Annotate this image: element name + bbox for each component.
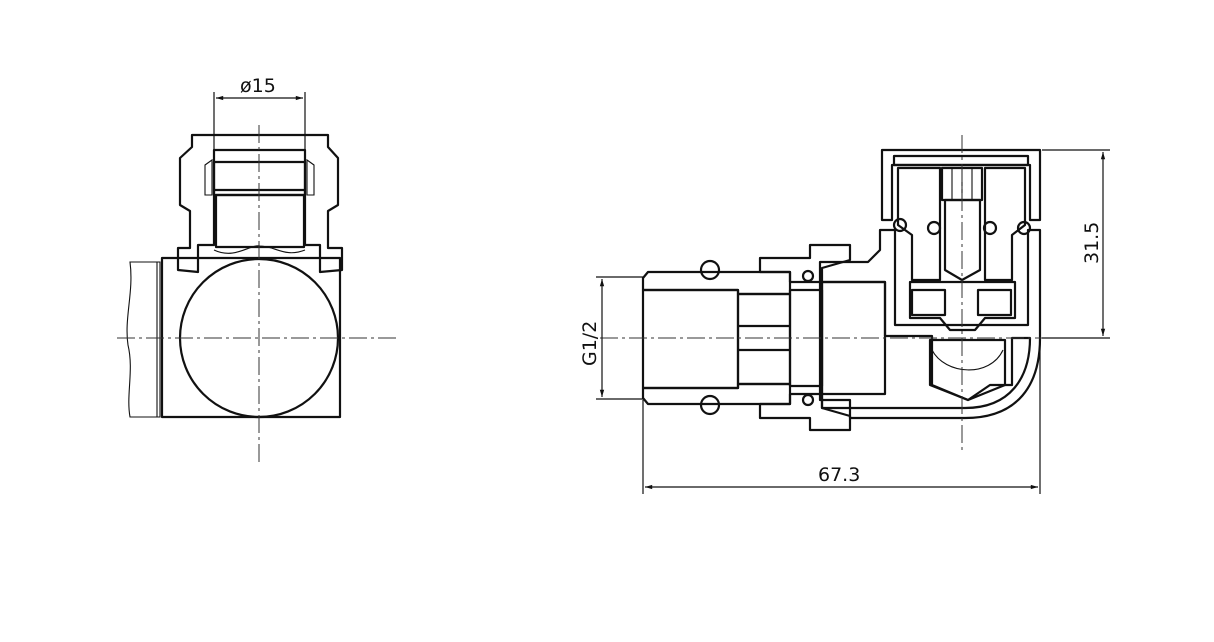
side-section-view: G1/2 31.5 67.3 xyxy=(579,135,1110,494)
end-view: ø15 xyxy=(117,75,400,465)
dim-thread: G1/2 xyxy=(579,321,601,366)
dim-length: 67.3 xyxy=(818,464,860,486)
dim-height: 31.5 xyxy=(1081,222,1103,264)
dim-pipe-diameter: ø15 xyxy=(240,75,276,97)
